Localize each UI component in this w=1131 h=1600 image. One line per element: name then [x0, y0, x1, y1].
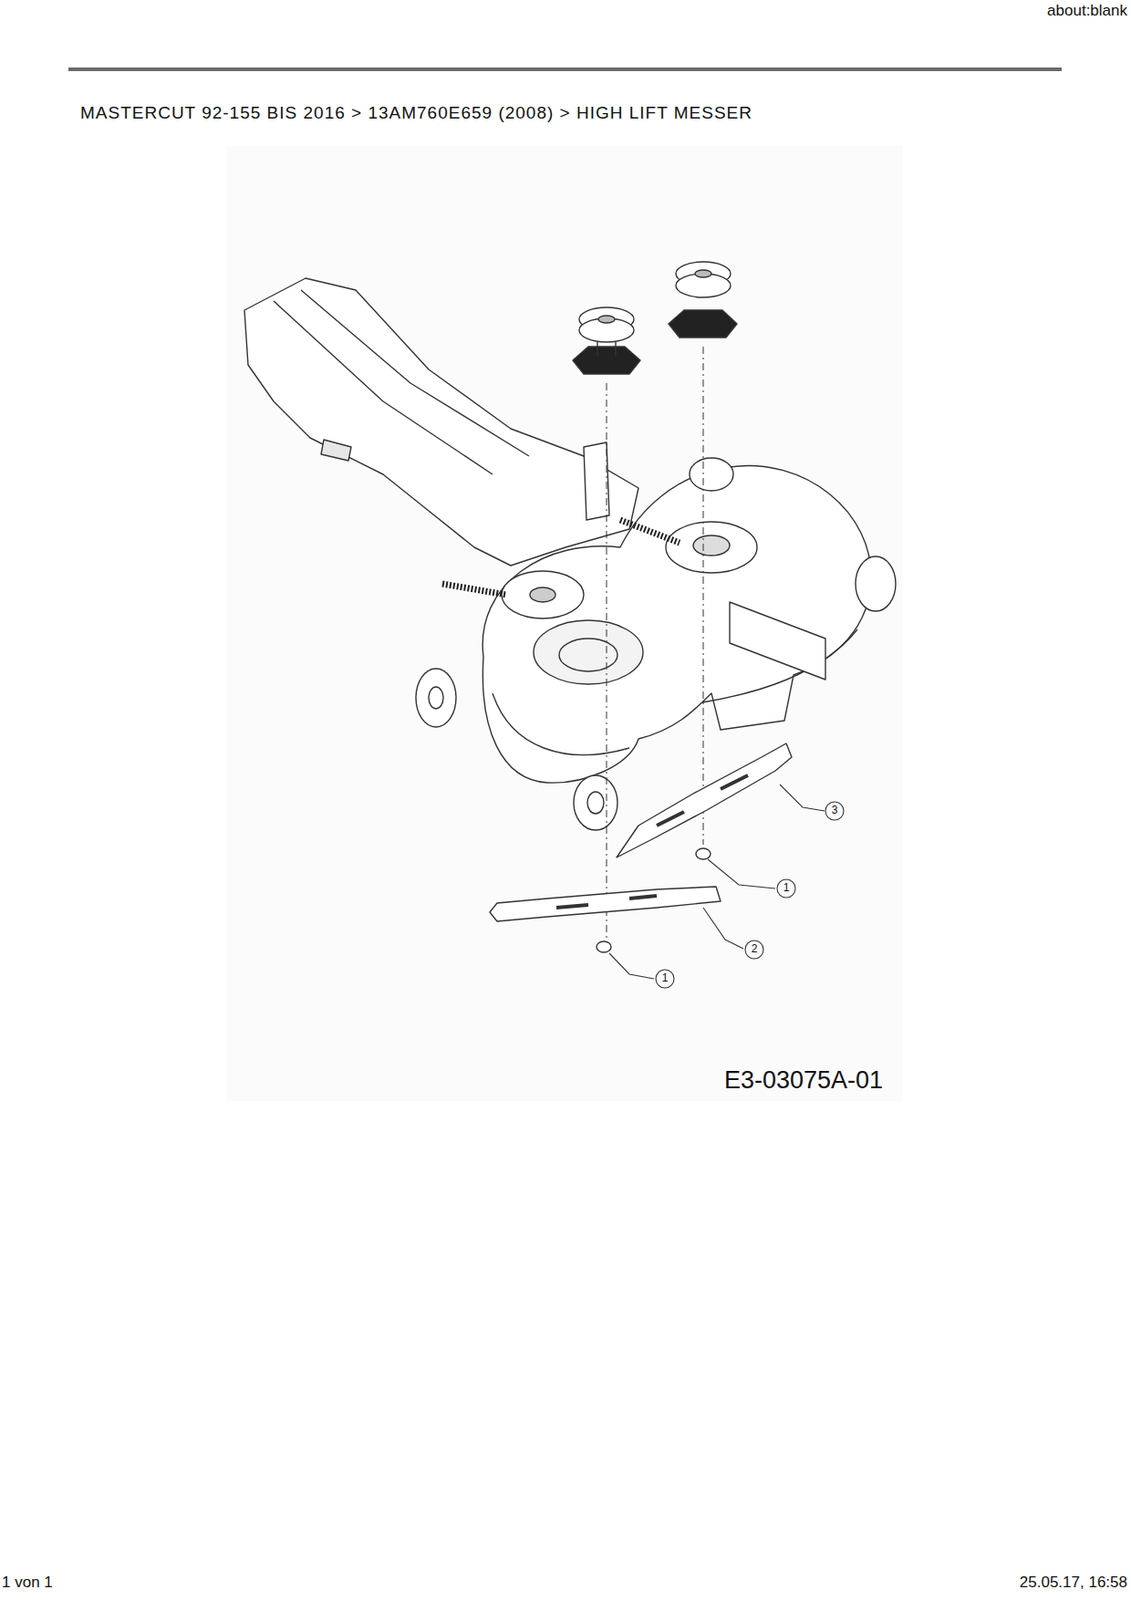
- nut: [596, 941, 612, 953]
- idler-hub: [529, 587, 556, 602]
- nut: [695, 848, 711, 860]
- wheel: [855, 556, 896, 612]
- deck-bracket: [583, 442, 610, 520]
- spindle-housing: [572, 346, 641, 374]
- chute-line: [273, 290, 530, 475]
- deck-pulley: [665, 521, 758, 573]
- blade-slot: [556, 895, 657, 908]
- callout-number: 3: [831, 804, 839, 817]
- callout-circle: [825, 801, 844, 820]
- page-count: 1 von 1: [1, 1574, 53, 1592]
- image-ground: [226, 145, 903, 1101]
- deck-opening: [533, 620, 644, 685]
- wheel: [689, 457, 734, 491]
- browser-url: about:blank: [1047, 2, 1128, 21]
- deck-pulley-hub: [693, 535, 730, 556]
- wheel: [573, 775, 618, 831]
- drawing-code: E3-03075A-01: [724, 1067, 883, 1095]
- chute: [244, 278, 639, 566]
- idler-pulley: [501, 570, 584, 619]
- spring: [620, 519, 680, 543]
- wheel: [415, 668, 457, 727]
- wheel: [428, 686, 444, 709]
- spindle-shaft: [597, 342, 616, 356]
- centerline: [606, 383, 608, 938]
- leader-line: [703, 907, 744, 949]
- breadcrumb-title: MASTERCUT 92-155 BIS 2016 > 13AM760E659 …: [80, 103, 753, 124]
- spring: [442, 583, 507, 595]
- blade: [616, 743, 792, 858]
- spindle-housing: [668, 310, 737, 338]
- wheel: [587, 791, 604, 814]
- header-rule: [68, 67, 1062, 72]
- spindle-hub: [695, 269, 712, 278]
- deck-bracket: [729, 601, 826, 680]
- callout-circle: [777, 879, 796, 898]
- leader-line: [779, 784, 825, 811]
- leader-line: [707, 859, 776, 889]
- centerline: [703, 346, 705, 845]
- leader-line: [609, 953, 654, 979]
- blade: [489, 886, 721, 922]
- print-date: 25.05.17, 16:58: [1019, 1574, 1128, 1592]
- callout-circle: [745, 940, 764, 959]
- chute-tab: [321, 439, 352, 461]
- callout-number: 1: [783, 881, 790, 894]
- deck-opening-inner: [559, 638, 618, 672]
- callout-circle: [655, 969, 675, 988]
- callout-number: 2: [751, 943, 758, 955]
- callout-number: 1: [662, 972, 669, 985]
- spindle-hub: [598, 315, 615, 323]
- blade-slot: [656, 775, 748, 826]
- mower-deck: [482, 465, 872, 783]
